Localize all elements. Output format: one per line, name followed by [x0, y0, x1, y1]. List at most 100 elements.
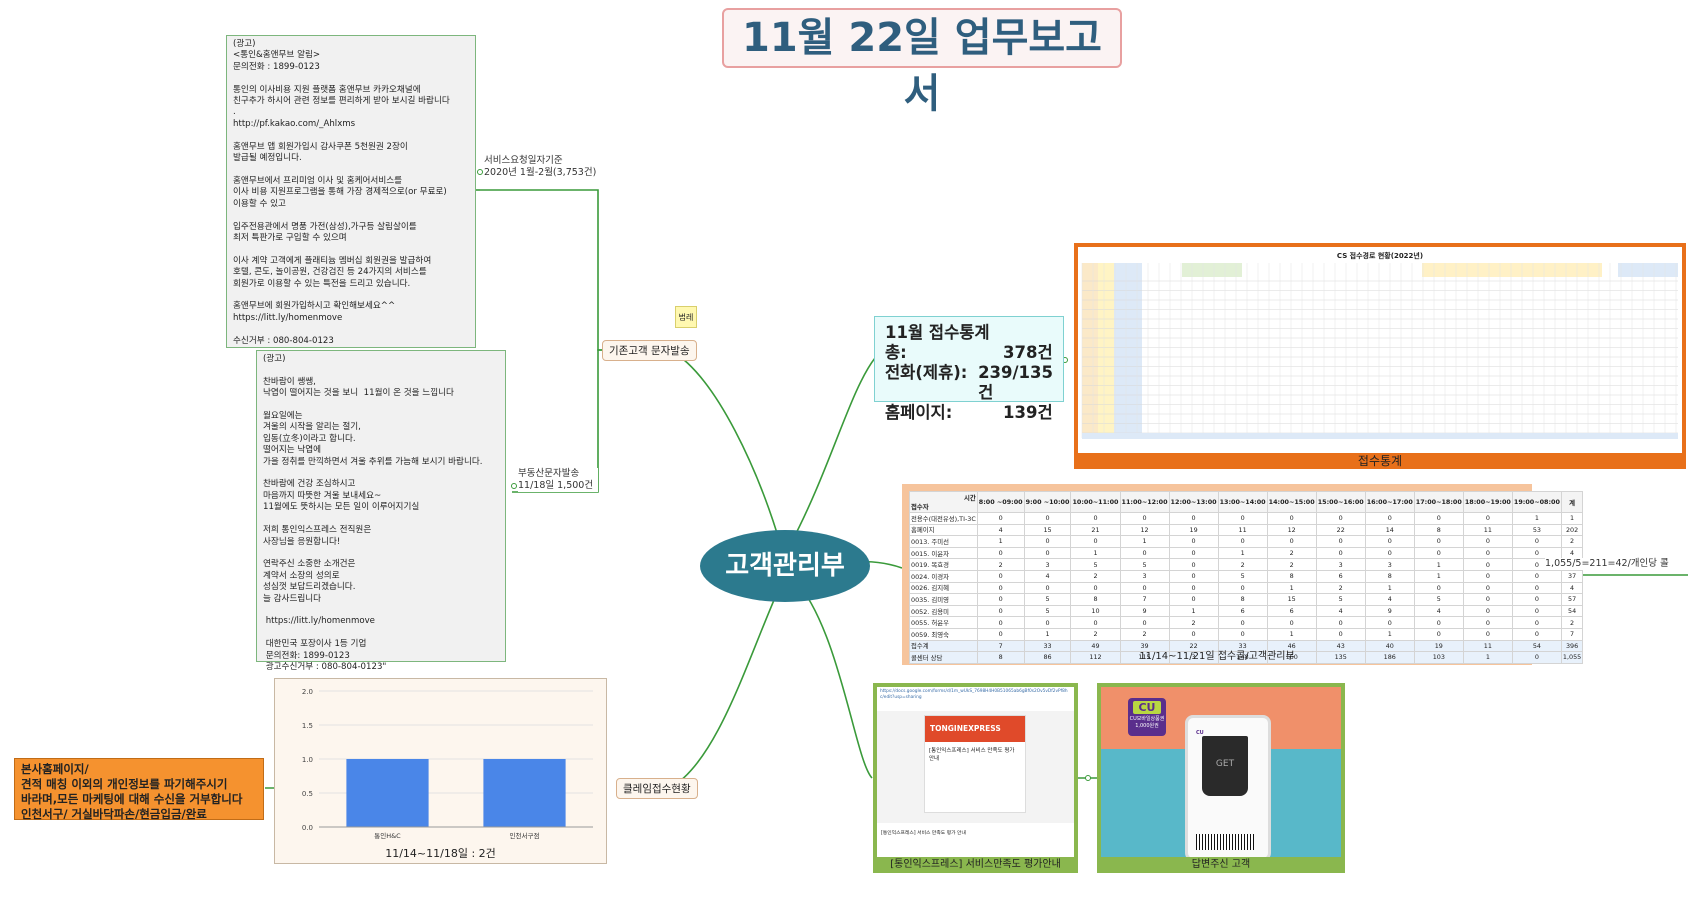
- table-cell: 202: [1560, 523, 1584, 537]
- column-header: 14:00~15:00: [1266, 491, 1317, 513]
- column-header: 9:00 ~10:00: [1023, 491, 1072, 513]
- column-header: 16:00~17:00: [1364, 491, 1415, 513]
- table-cell: 0: [1462, 558, 1513, 571]
- column-header: 15:00~16:00: [1315, 491, 1366, 513]
- svc-ref-label: 서비스요청일자기준 2020년 1월-2월(3,753건): [484, 155, 604, 179]
- table-cell: 0: [1217, 581, 1268, 595]
- table-cell: 0: [976, 581, 1025, 595]
- table-cell: 0: [1413, 535, 1464, 548]
- table-cell: 0: [1168, 558, 1219, 571]
- svc-ref-line2: 2020년 1월-2월(3,753건): [484, 167, 597, 178]
- table-cell: 1,055: [1560, 651, 1584, 664]
- table-cell: 1: [1413, 569, 1464, 583]
- row-label: 0026. 김지혜: [909, 581, 978, 595]
- table-cell: 19: [1168, 523, 1219, 537]
- table-cell: 6: [1266, 604, 1317, 618]
- corner-time: 시간: [964, 494, 976, 502]
- table-cell: 0: [1364, 546, 1415, 560]
- table-cell: 5: [1413, 593, 1464, 606]
- table-cell: 2: [1560, 535, 1584, 548]
- table-cell: 135: [1315, 651, 1366, 664]
- table-cell: 5: [1023, 604, 1072, 618]
- table-cell: 1: [1560, 512, 1584, 525]
- y-tick-label: 2.0: [302, 688, 313, 696]
- column-header: 12:00~13:00: [1168, 491, 1219, 513]
- table-cell: 0: [1023, 546, 1072, 560]
- table-cell: 0: [1023, 581, 1072, 595]
- sheet-header-band: [1182, 263, 1242, 277]
- table-cell: 0: [1168, 535, 1219, 548]
- link-center-survey: [794, 579, 873, 779]
- table-cell: 49: [1070, 639, 1121, 653]
- column-header: 19:00~08:00: [1511, 491, 1562, 513]
- table-cell: 103: [1413, 651, 1464, 664]
- table-cell: 22: [1168, 639, 1219, 653]
- table-cell: 1: [1266, 581, 1317, 595]
- table-cell: 46: [1266, 639, 1317, 653]
- table-cell: 0: [1266, 535, 1317, 548]
- column-header: 13:00~14:00: [1217, 491, 1268, 513]
- survey-form-footer: [통인익스프레스] 서비스 만족도 평가 안내: [881, 831, 966, 836]
- branch-claims[interactable]: 클레임접수현황: [616, 778, 698, 799]
- row-label: 0019. 목효경: [909, 558, 978, 571]
- table-cell: 19: [1413, 639, 1464, 653]
- table-cell: 0: [1413, 581, 1464, 595]
- table-cell: 0: [1315, 627, 1366, 641]
- table-cell: 2: [976, 558, 1025, 571]
- table-cell: 53: [1511, 523, 1562, 537]
- table-cell: 0: [1364, 535, 1415, 548]
- column-header: 8:00 ~09:00: [976, 491, 1025, 513]
- table-cell: 1: [1023, 627, 1072, 641]
- table-cell: 39: [1119, 639, 1170, 653]
- coffee-cup-icon: GET: [1202, 736, 1248, 796]
- cu-badge-logo: CU: [1133, 701, 1161, 714]
- calls-table-caption: 11/14~11/21일 접수콜/고객관리부: [1139, 651, 1295, 662]
- sheet-col-band: [1082, 263, 1098, 438]
- table-cell: 0: [1364, 512, 1415, 525]
- stats-row-value: 239/135건: [978, 363, 1053, 402]
- survey-url[interactable]: https://docs.google.com/forms/d/1m_wUkS_…: [880, 689, 1068, 700]
- table-cell: 1: [1217, 546, 1268, 560]
- stats-row-value: 139건: [1003, 403, 1053, 422]
- sheet-title: CS 접수경로 현황(2022년): [1337, 251, 1423, 260]
- table-cell: 2: [1168, 616, 1219, 629]
- table-cell: 12: [1266, 523, 1317, 537]
- coupon-image: CU CU모바일상품권 1,000원권 GET CU: [1101, 687, 1341, 857]
- table-cell: 0: [1462, 627, 1513, 641]
- table-cell: 7: [976, 639, 1025, 653]
- cs-sheet-caption: 접수통계: [1357, 454, 1403, 468]
- table-cell: 0: [1511, 604, 1562, 618]
- row-label: 0059. 최영숙: [909, 627, 978, 641]
- table-cell: 5: [1315, 593, 1366, 606]
- table-cell: 15: [1266, 593, 1317, 606]
- table-cell: 8: [976, 651, 1025, 664]
- table-cell: 0: [976, 512, 1025, 525]
- table-cell: 0: [1511, 616, 1562, 629]
- table-cell: 1: [1070, 546, 1121, 560]
- per-person-label: 1,055/5=211=42/개인당 콜: [1545, 558, 1690, 570]
- table-cell: 0: [1462, 593, 1513, 606]
- table-cell: 0: [1168, 627, 1219, 641]
- table-cell: 0: [976, 593, 1025, 606]
- table-cell: 54: [1511, 639, 1562, 653]
- branch-existing-sms[interactable]: 기존고객 문자발송: [602, 340, 697, 361]
- stats-row: 홈페이지:139건: [885, 403, 1053, 423]
- table-cell: 0: [1070, 581, 1121, 595]
- table-cell: 396: [1560, 639, 1584, 653]
- row-label: 홈페이지: [909, 523, 978, 537]
- y-tick-label: 1.5: [302, 722, 313, 730]
- central-topic[interactable]: 고객관리부: [700, 530, 870, 602]
- table-cell: 11: [1462, 523, 1513, 537]
- table-cell: 0: [1217, 512, 1268, 525]
- table-cell: 0: [1119, 546, 1170, 560]
- cs-sheet-image: CS 접수경로 현황(2022년): [1078, 247, 1682, 453]
- table-cell: 0: [1070, 512, 1121, 525]
- cu-badge: CU CU모바일상품권 1,000원권: [1128, 698, 1166, 736]
- table-cell: 11: [1217, 523, 1268, 537]
- column-header: 계: [1560, 491, 1584, 513]
- sheet-total-band: [1082, 433, 1678, 439]
